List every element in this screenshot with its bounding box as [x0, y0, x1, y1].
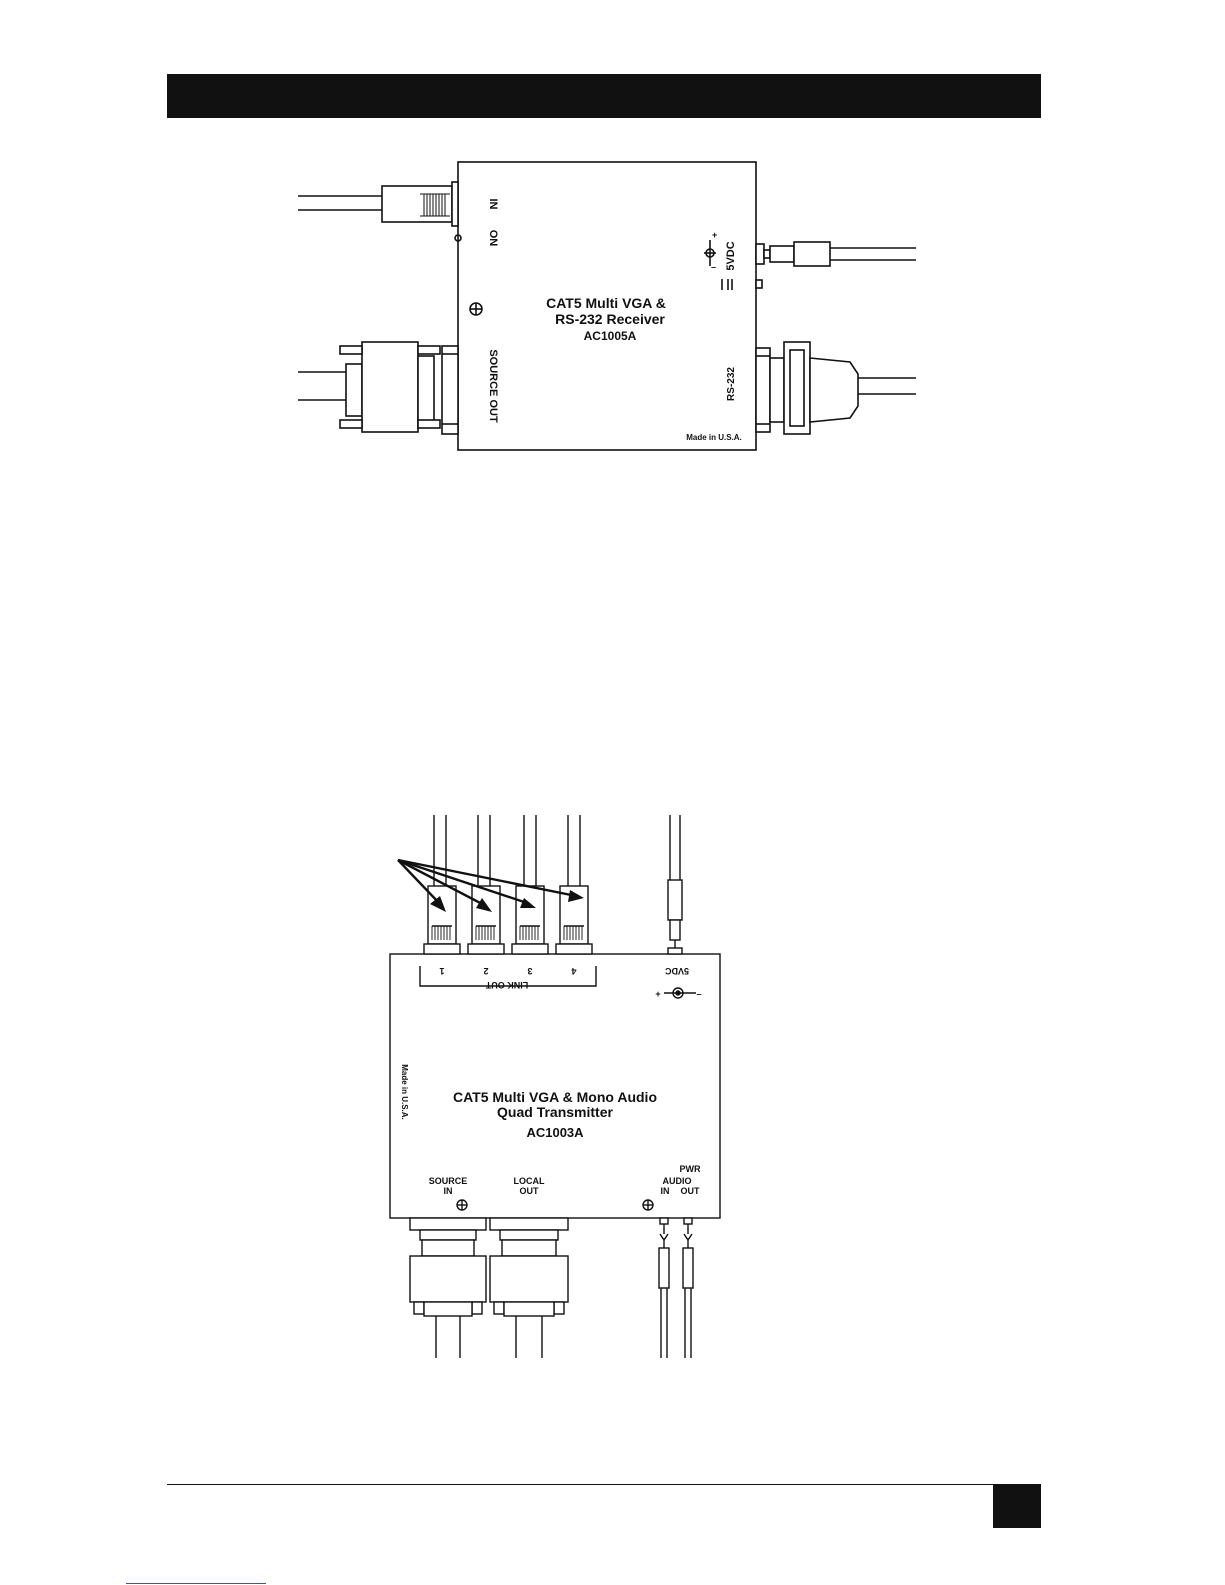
pwr-label: PWR — [680, 1164, 701, 1174]
audio-in-label: IN — [661, 1186, 670, 1196]
rj45-plug-3 — [512, 886, 548, 954]
footer-rule — [167, 1484, 1041, 1485]
audio-out-label: OUT — [681, 1186, 701, 1196]
vga-plug-source-in — [410, 1256, 486, 1302]
transmitter-title-2: Quad Transmitter — [497, 1104, 613, 1120]
link-out-label: LINK OUT — [485, 980, 528, 990]
audio-plug-in — [659, 1248, 669, 1288]
local-out-label-1: LOCAL — [514, 1176, 545, 1186]
transmitter-diagram: CAT5 Multi VGA & Mono Audio Quad Transmi… — [0, 0, 1225, 1400]
svg-text:+: + — [655, 989, 660, 999]
svg-text:–: – — [696, 989, 701, 999]
vga-plug-local-out — [490, 1256, 568, 1302]
source-in-label-1: SOURCE — [429, 1176, 468, 1186]
rj45-plug-2 — [468, 886, 504, 954]
audio-plug-out — [683, 1248, 693, 1288]
transmitter-title-1: CAT5 Multi VGA & Mono Audio — [453, 1089, 657, 1105]
local-out-label-2: OUT — [520, 1186, 540, 1196]
transmitter-port-power: 5VDC — [665, 966, 690, 976]
transmitter-made-in: Made in U.S.A. — [400, 1064, 409, 1120]
transmitter-model: AC1003A — [526, 1125, 584, 1140]
link-port-1: 1 — [439, 966, 444, 976]
rj45-plug-1 — [424, 886, 460, 954]
source-in-label-2: IN — [444, 1186, 453, 1196]
audio-label: AUDIO — [663, 1176, 692, 1186]
link-port-4: 4 — [571, 966, 576, 976]
link-port-2: 2 — [483, 966, 488, 976]
page-number-box — [993, 1485, 1041, 1528]
bottom-link-underline[interactable] — [126, 1583, 266, 1584]
link-port-3: 3 — [527, 966, 532, 976]
